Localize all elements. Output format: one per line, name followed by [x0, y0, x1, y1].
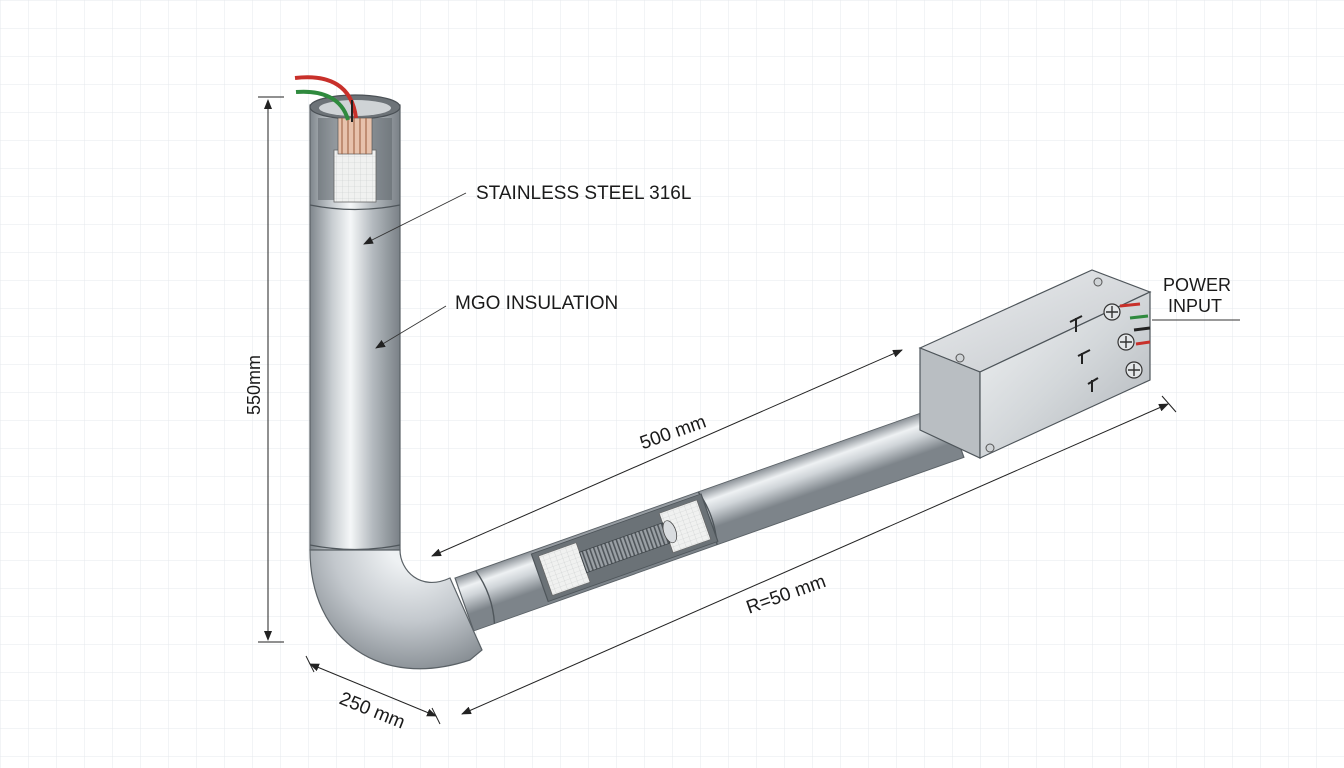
leader-sheath [363, 192, 467, 245]
label-insulation: MGO INSULATION [455, 293, 618, 314]
vertical-tube [309, 94, 401, 551]
mgo-cutaway-top [333, 149, 377, 203]
terminal-screws [1103, 303, 1143, 379]
top-wires [294, 75, 358, 122]
power-wires [1119, 302, 1151, 346]
dim-vertical-label: 550mm [244, 355, 264, 415]
dim-tick [1161, 395, 1177, 413]
label-sheath: STAINLESS STEEL 316L [476, 183, 691, 204]
screw-icon [985, 443, 995, 453]
leader-insulation [375, 305, 447, 349]
label-power: POWER [1163, 275, 1231, 295]
dim-tick [431, 707, 441, 725]
label-input: INPUT [1168, 296, 1222, 316]
dim-radius-line [461, 403, 1169, 715]
tube-bend [309, 549, 483, 670]
dim-tick [305, 655, 315, 673]
screw-icon [1093, 277, 1103, 287]
dim-bottom-line [309, 663, 437, 717]
screw-icon [955, 353, 965, 363]
terminal-markings [1069, 315, 1099, 392]
